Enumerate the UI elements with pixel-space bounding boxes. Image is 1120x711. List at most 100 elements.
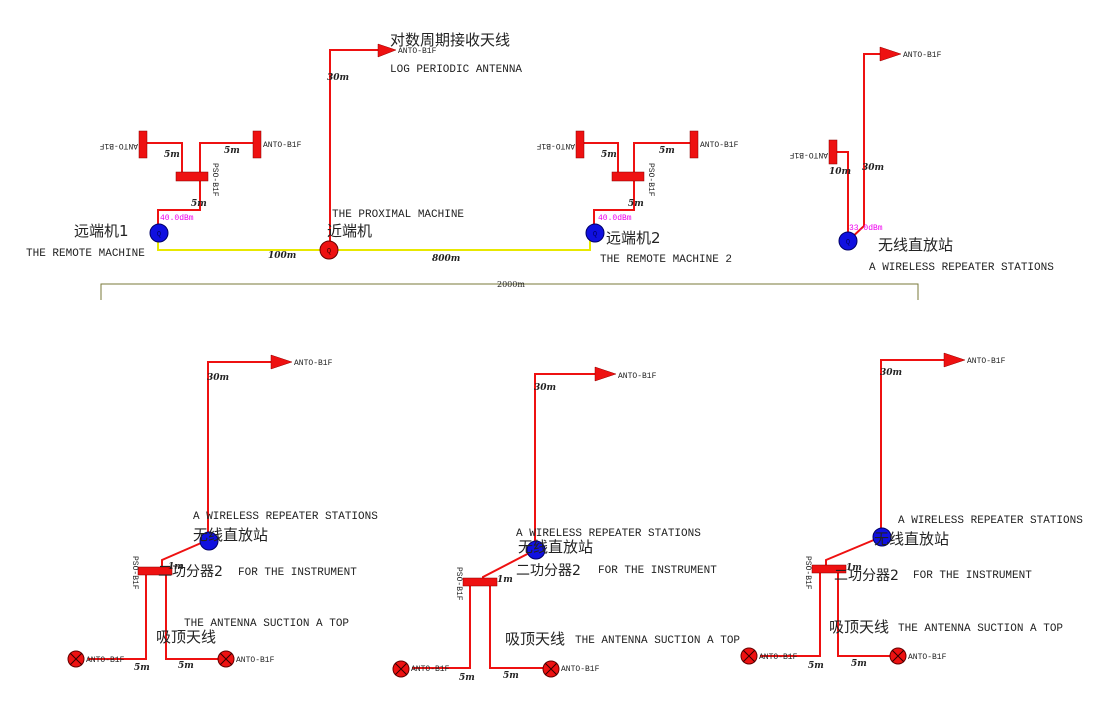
b1-splitter-model: PSO-B1F xyxy=(130,556,139,590)
b2-left-antenna-model: ANTO-B1F xyxy=(411,665,450,674)
b3-right-antenna-model: ANTO-B1F xyxy=(908,653,947,662)
antenna-left-icon xyxy=(138,130,148,159)
remote2-label-cn: 远端机2 xyxy=(606,229,661,247)
top-repeater-label-cn: 无线直放站 xyxy=(878,236,953,254)
b1-donor-antenna-model: ANTO-B1F xyxy=(294,359,333,368)
antenna-left-icon xyxy=(575,130,585,159)
repeater-icon xyxy=(872,527,892,547)
fiber-length-1: 100m xyxy=(268,251,296,261)
b3-splitter-model: PSO-B1F xyxy=(803,556,812,590)
antenna-right-icon xyxy=(252,130,262,159)
remote2-down-len: 5m xyxy=(628,199,644,209)
b2-ceiling-cn: 吸顶天线 xyxy=(505,630,565,648)
b1-label-en: A WIRELESS REPEATER STATIONS xyxy=(193,511,378,523)
remote1-label-cn: 远端机1 xyxy=(74,222,129,240)
b1-left-len: 5m xyxy=(134,663,150,673)
top-repeater-power: 33.0dBm xyxy=(849,224,883,233)
top-repeater-outdoor-antenna-model: ANTO-B1F xyxy=(903,51,942,60)
log-periodic-antenna-icon xyxy=(377,43,397,58)
remote2-right-antenna-model: ANTO-B1F xyxy=(700,141,739,150)
b1-right-len: 5m xyxy=(178,661,194,671)
b1-right-antenna-model: ANTO-B1F xyxy=(236,656,275,665)
remote1-splitter-model: PSO-B1F xyxy=(210,163,219,197)
remote1-left-antenna-model: ANTO-B1F xyxy=(99,141,138,150)
svg-text:Q: Q xyxy=(593,231,597,239)
b3-left-antenna-model: ANTO-B1F xyxy=(759,653,798,662)
bottom-station-2: ANTO-B1F 30m A WIRELESS REPEATER STATION… xyxy=(392,366,740,683)
top-repeater-indoor-antenna-model: ANTO-B1F xyxy=(789,150,828,159)
remote2-right-len: 5m xyxy=(659,146,675,156)
splitter-icon xyxy=(462,577,498,587)
svg-text:Q: Q xyxy=(327,248,331,256)
splitter-icon xyxy=(611,171,645,182)
outdoor-antenna-icon xyxy=(879,46,902,62)
b3-label-en: A WIRELESS REPEATER STATIONS xyxy=(898,515,1083,527)
b3-splitter-cn: 二功分器2 xyxy=(834,568,899,584)
b2-splitter-len: 1m xyxy=(497,575,513,585)
b1-ceiling-cn: 吸顶天线 xyxy=(156,628,216,646)
b2-ceiling-en: THE ANTENNA SUCTION A TOP xyxy=(575,635,740,647)
donor-antenna-icon xyxy=(594,366,617,382)
span-bracket xyxy=(100,283,919,300)
top-repeater-label-en: A WIRELESS REPEATER STATIONS xyxy=(869,262,1054,274)
b1-label-cn: 无线直放站 xyxy=(193,526,268,544)
b1-splitter-cn: 二功分器2 xyxy=(158,564,223,580)
remote-machine-1-icon xyxy=(149,223,169,243)
top-repeater-outdoor-len: 30m xyxy=(862,163,884,173)
bottom-station-3: ANTO-B1F 30m A WIRELESS REPEATER STATION… xyxy=(740,352,1083,671)
log-periodic-cable-length: 30m xyxy=(327,73,349,83)
b2-left-len: 5m xyxy=(459,673,475,683)
b2-splitter-en: FOR THE INSTRUMENT xyxy=(598,565,717,577)
proximal-machine-label-en: THE PROXIMAL MACHINE xyxy=(332,209,464,221)
proximal-machine-group: ANTO-B1F 30m 对数周期接收天线 LOG PERIODIC ANTEN… xyxy=(319,31,522,260)
b2-donor-len: 30m xyxy=(534,383,556,393)
b1-splitter-len: 1m xyxy=(168,562,184,572)
b3-ceiling-cn: 吸顶天线 xyxy=(829,618,889,636)
donor-antenna-icon xyxy=(943,352,966,368)
remote2-label-en: THE REMOTE MACHINE 2 xyxy=(600,254,732,266)
b2-right-len: 5m xyxy=(503,671,519,681)
remote1-down-len: 5m xyxy=(191,199,207,209)
b3-label-cn: 无线直放站 xyxy=(874,530,949,548)
splitter-icon xyxy=(137,566,173,576)
top-repeater-indoor-len: 10m xyxy=(829,167,851,177)
b2-right-antenna-model: ANTO-B1F xyxy=(561,665,600,674)
remote1-label-en: THE REMOTE MACHINE xyxy=(26,248,145,260)
b2-splitter-cn: 二功分器2 xyxy=(516,563,581,579)
svg-text:Q: Q xyxy=(157,231,161,239)
splitter-icon xyxy=(811,564,847,574)
b2-label-en: A WIRELESS REPEATER STATIONS xyxy=(516,528,701,540)
b2-splitter-model: PSO-B1F xyxy=(454,567,463,601)
top-repeater-group: ANTO-B1F ANTO-B1F 10m 30m Q 33.0dBm 无线直放… xyxy=(789,46,1054,274)
repeater-icon xyxy=(526,540,546,560)
b2-label-cn: 无线直放站 xyxy=(518,538,593,556)
log-periodic-label-cn: 对数周期接收天线 xyxy=(390,31,510,49)
donor-antenna-icon xyxy=(270,354,293,370)
remote-machine-2-icon xyxy=(585,223,605,243)
log-periodic-antenna-model: ANTO-B1F xyxy=(398,47,437,56)
log-periodic-label-en: LOG PERIODIC ANTENNA xyxy=(390,64,522,76)
b3-right-len: 5m xyxy=(851,659,867,669)
b1-donor-len: 30m xyxy=(207,373,229,383)
repeater-icon xyxy=(199,531,219,551)
remote1-power: 40.0dBm xyxy=(160,214,194,223)
splitter-icon xyxy=(175,171,209,182)
b3-splitter-len: 1m xyxy=(846,563,862,573)
span-length: 2000m xyxy=(497,280,525,289)
remote2-splitter-model: PSO-B1F xyxy=(646,163,655,197)
b2-donor-antenna-model: ANTO-B1F xyxy=(618,372,657,381)
proximal-machine-label-cn: 近端机 xyxy=(327,222,372,240)
proximal-machine-icon xyxy=(319,240,339,260)
b1-splitter-en: FOR THE INSTRUMENT xyxy=(238,567,357,579)
remote-machine-1-group: ANTO-B1F ANTO-B1F PSO-B1F 5m 5m 5m Q 40.… xyxy=(26,130,302,260)
fiber-link xyxy=(157,233,591,251)
b3-donor-antenna-model: ANTO-B1F xyxy=(967,357,1006,366)
b1-left-antenna-model: ANTO-B1F xyxy=(86,656,125,665)
b3-splitter-en: FOR THE INSTRUMENT xyxy=(913,570,1032,582)
remote-machine-2-group: ANTO-B1F ANTO-B1F PSO-B1F 5m 5m 5m Q 40.… xyxy=(536,130,739,266)
top-repeater-icon xyxy=(838,231,858,251)
b3-left-len: 5m xyxy=(808,661,824,671)
remote1-right-antenna-model: ANTO-B1F xyxy=(263,141,302,150)
svg-text:Q: Q xyxy=(846,239,850,247)
